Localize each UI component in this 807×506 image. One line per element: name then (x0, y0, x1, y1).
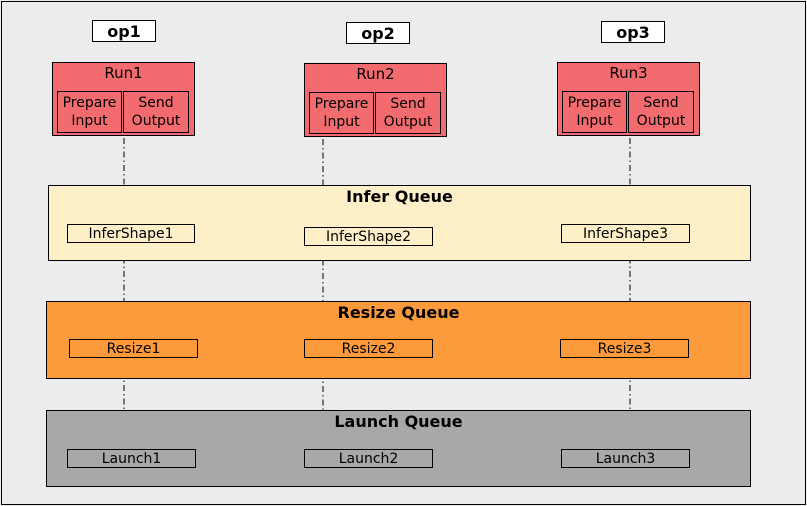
launch3-task: Launch3 (561, 449, 690, 468)
prepare-line1: Prepare (314, 96, 369, 112)
resize-queue-title: Resize Queue (337, 303, 460, 322)
prepare-line2: Input (323, 114, 360, 130)
infershape1-task: InferShape1 (67, 224, 195, 243)
prepare-line2: Input (71, 113, 108, 129)
launch-queue: Launch Queue (46, 410, 751, 487)
send-line2: Output (636, 113, 686, 129)
resize3-task: Resize3 (560, 339, 689, 358)
run1-title: Run1 (104, 64, 143, 82)
send-line1: Send (390, 96, 426, 112)
run1-prepare-input: Prepare Input (57, 91, 122, 133)
run3-title: Run3 (609, 64, 648, 82)
send-line2: Output (383, 114, 433, 130)
prepare-line2: Input (576, 113, 613, 129)
infer-queue: Infer Queue (48, 185, 751, 261)
resize1-task: Resize1 (69, 339, 198, 358)
send-line1: Send (643, 95, 679, 111)
resize2-task: Resize2 (304, 339, 433, 358)
run3-prepare-input: Prepare Input (562, 91, 627, 133)
prepare-line1: Prepare (567, 95, 622, 111)
run3-box: Run3 Prepare Input Send Output (557, 62, 700, 136)
run1-send-output: Send Output (123, 91, 189, 133)
infershape3-task: InferShape3 (561, 224, 690, 243)
run2-prepare-input: Prepare Input (309, 92, 374, 134)
send-line2: Output (131, 113, 181, 129)
op2-label: op2 (346, 22, 410, 44)
launch2-task: Launch2 (304, 449, 433, 468)
send-line1: Send (138, 95, 174, 111)
infer-queue-title: Infer Queue (346, 187, 453, 206)
run1-box: Run1 Prepare Input Send Output (52, 62, 195, 136)
launch1-task: Launch1 (67, 449, 196, 468)
run2-title: Run2 (356, 65, 395, 83)
prepare-line1: Prepare (62, 95, 117, 111)
infershape2-task: InferShape2 (304, 227, 433, 246)
run2-send-output: Send Output (375, 92, 441, 134)
launch-queue-title: Launch Queue (334, 412, 463, 431)
run3-send-output: Send Output (628, 91, 694, 133)
op3-label: op3 (601, 21, 665, 43)
op1-label: op1 (92, 20, 156, 42)
run2-box: Run2 Prepare Input Send Output (304, 63, 447, 137)
